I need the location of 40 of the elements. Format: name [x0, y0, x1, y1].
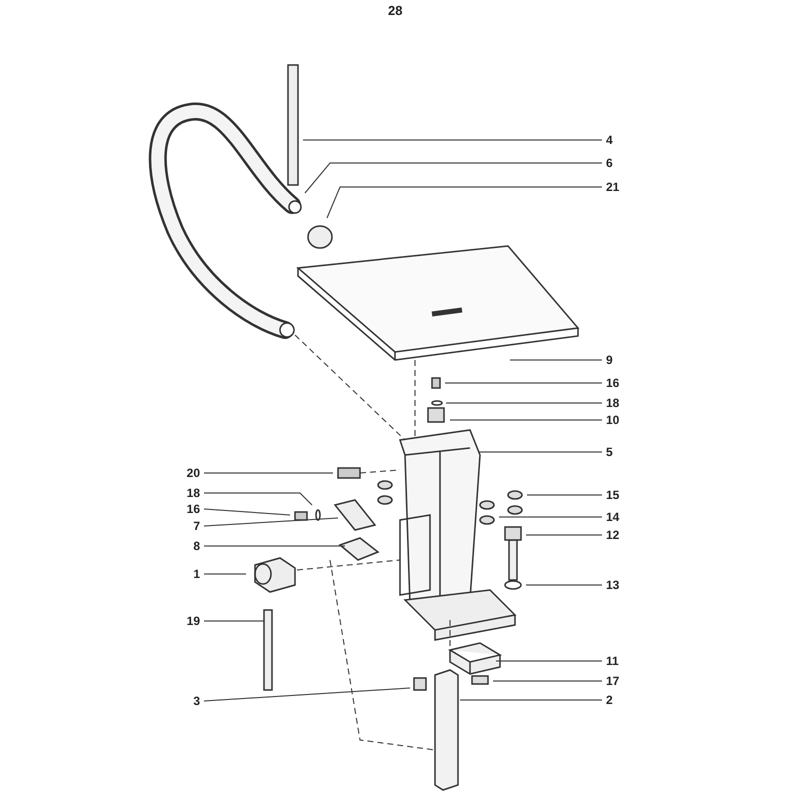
callout-number: 18: [174, 486, 200, 500]
leader-line: [304, 162, 602, 194]
callout-number: 5: [606, 445, 632, 459]
page-number: 28: [388, 3, 402, 18]
callout-number: 10: [606, 413, 632, 427]
leader-line: [326, 186, 602, 218]
callout-number: 11: [606, 654, 632, 668]
callout-number: 13: [606, 578, 632, 592]
leader-line: [492, 680, 602, 682]
callout-number: 1: [174, 567, 200, 581]
callout-number: 7: [174, 519, 200, 533]
leader-line: [444, 382, 602, 384]
leader-line: [526, 584, 602, 586]
callout-number: 2: [606, 693, 632, 707]
leader-line: [204, 492, 312, 506]
leader-line: [526, 494, 602, 496]
leader-line: [526, 534, 602, 536]
callout-number: 18: [606, 396, 632, 410]
callout-number: 12: [606, 528, 632, 542]
callout-number: 16: [174, 502, 200, 516]
callout-number: 14: [606, 510, 632, 524]
callout-number: 16: [606, 376, 632, 390]
leader-line: [204, 620, 264, 622]
callout-number: 15: [606, 488, 632, 502]
callout-number: 17: [606, 674, 632, 688]
callout-number: 6: [606, 156, 632, 170]
leader-line: [204, 472, 334, 474]
leader-line: [446, 402, 602, 404]
callout-number: 9: [606, 353, 632, 367]
leader-line: [204, 508, 290, 516]
callout-number: 4: [606, 133, 632, 147]
leader-line: [498, 516, 602, 518]
callout-number: 8: [174, 539, 200, 553]
leader-line: [204, 688, 410, 702]
callout-number: 3: [174, 694, 200, 708]
leader-line: [204, 518, 338, 526]
callout-number: 21: [606, 180, 632, 194]
callout-number: 19: [174, 614, 200, 628]
callout-number: 20: [174, 466, 200, 480]
leader-line: [496, 660, 602, 662]
